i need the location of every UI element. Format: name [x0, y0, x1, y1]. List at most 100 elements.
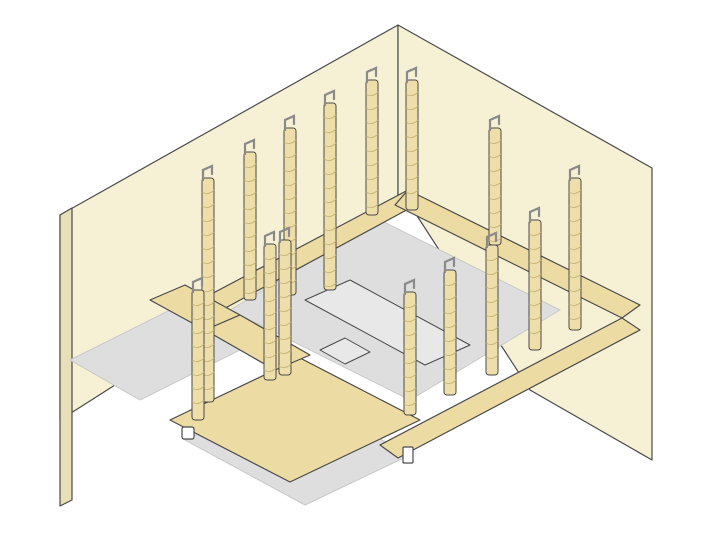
post-ring	[403, 317, 417, 323]
post-ring	[365, 105, 379, 111]
post-ring	[528, 245, 542, 251]
post-ring	[403, 345, 417, 351]
post-ring	[403, 331, 417, 337]
post-ring	[278, 293, 292, 299]
post-ring	[568, 259, 582, 265]
post-ring	[278, 321, 292, 327]
post-ring	[405, 105, 419, 111]
post-ring	[485, 354, 499, 360]
post-ring	[243, 219, 257, 225]
post-ring	[405, 175, 419, 181]
beam-front-mid	[169, 357, 421, 483]
post-ring	[443, 379, 457, 385]
post-ring	[365, 133, 379, 139]
post-ring	[283, 139, 297, 145]
support-post	[405, 66, 419, 211]
post-ring	[365, 161, 379, 167]
support-post	[278, 226, 292, 376]
post-ring	[488, 181, 502, 187]
post-bracket	[201, 164, 214, 182]
floor-outlets	[181, 426, 414, 464]
post-bracket	[278, 226, 291, 244]
post-ring	[443, 351, 457, 357]
post-ring	[243, 247, 257, 253]
post-shaft	[191, 289, 205, 421]
post-ring	[201, 231, 215, 237]
post-ring	[365, 91, 379, 97]
post-ring	[243, 205, 257, 211]
post-ring	[365, 147, 379, 153]
post-bracket	[191, 276, 204, 294]
post-ring	[278, 279, 292, 285]
support-post	[443, 256, 457, 396]
post-ring	[403, 359, 417, 365]
post-ring	[485, 256, 499, 262]
post-ring	[323, 170, 337, 176]
support-post	[365, 66, 379, 216]
post-ring	[323, 240, 337, 246]
post-ring	[443, 281, 457, 287]
post-ring	[323, 268, 337, 274]
post-ring	[405, 147, 419, 153]
post-ring	[528, 329, 542, 335]
post-ring	[323, 226, 337, 232]
post-bracket	[488, 114, 501, 132]
support-post	[201, 164, 215, 403]
post-ring	[528, 259, 542, 265]
post-shaft	[485, 244, 499, 376]
post-ring	[485, 326, 499, 332]
post-shaft	[263, 243, 277, 381]
post-ring	[528, 315, 542, 321]
post-ring	[405, 91, 419, 97]
support-post	[485, 231, 499, 376]
post-ring	[443, 337, 457, 343]
post-ring	[191, 315, 205, 321]
outlet-box-left	[181, 426, 195, 440]
post-ring	[323, 184, 337, 190]
post-ring	[278, 251, 292, 257]
post-ring	[201, 203, 215, 209]
post-ring	[263, 325, 277, 331]
post-bracket	[323, 89, 336, 107]
post-ring	[443, 323, 457, 329]
post-ring	[191, 329, 205, 335]
support-post	[323, 89, 337, 291]
post-ring	[405, 119, 419, 125]
post-shaft	[403, 291, 417, 416]
post-ring	[323, 198, 337, 204]
post-ring	[263, 255, 277, 261]
post-bracket	[568, 164, 581, 182]
post-ring	[403, 401, 417, 407]
post-ring	[263, 297, 277, 303]
post-ring	[201, 189, 215, 195]
post-ring	[365, 189, 379, 195]
post-ring	[201, 245, 215, 251]
floor-beams	[149, 189, 641, 483]
support-post	[488, 114, 502, 246]
post-ring	[243, 275, 257, 281]
post-ring	[201, 259, 215, 265]
post-shaft	[243, 151, 257, 301]
post-ring	[528, 273, 542, 279]
post-ring	[443, 365, 457, 371]
support-post	[403, 278, 417, 416]
post-shaft	[443, 269, 457, 396]
post-shaft	[528, 219, 542, 351]
post-ring	[405, 189, 419, 195]
post-ring	[278, 363, 292, 369]
post-ring	[405, 133, 419, 139]
post-ring	[283, 181, 297, 187]
post-ring	[323, 212, 337, 218]
post-ring	[488, 195, 502, 201]
post-ring	[323, 282, 337, 288]
post-ring	[263, 367, 277, 373]
post-ring	[263, 283, 277, 289]
post-ring	[488, 167, 502, 173]
post-ring	[323, 114, 337, 120]
post-ring	[323, 254, 337, 260]
post-ring	[323, 142, 337, 148]
post-ring	[263, 353, 277, 359]
post-ring	[283, 167, 297, 173]
post-ring	[403, 373, 417, 379]
